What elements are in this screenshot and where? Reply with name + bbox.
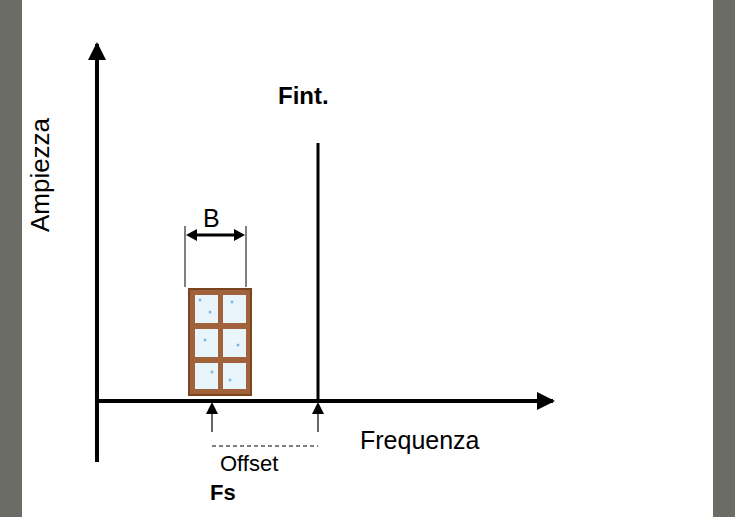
- signal-block: [189, 289, 251, 395]
- fint-marker: [317, 404, 318, 432]
- bandwidth-arrow: [193, 234, 238, 237]
- signal-label: Fs: [210, 482, 236, 504]
- fs-marker: [211, 404, 212, 432]
- bandwidth-label: B: [203, 206, 220, 231]
- offset-label: Offset: [220, 453, 278, 475]
- offset-dash: [212, 446, 318, 447]
- interferer-label: Fint.: [278, 84, 329, 108]
- x-axis: [95, 399, 553, 403]
- axis-title: Frequenza: [360, 428, 480, 453]
- axis-title: Ampiezza: [27, 118, 53, 232]
- interferer-line: [317, 143, 320, 400]
